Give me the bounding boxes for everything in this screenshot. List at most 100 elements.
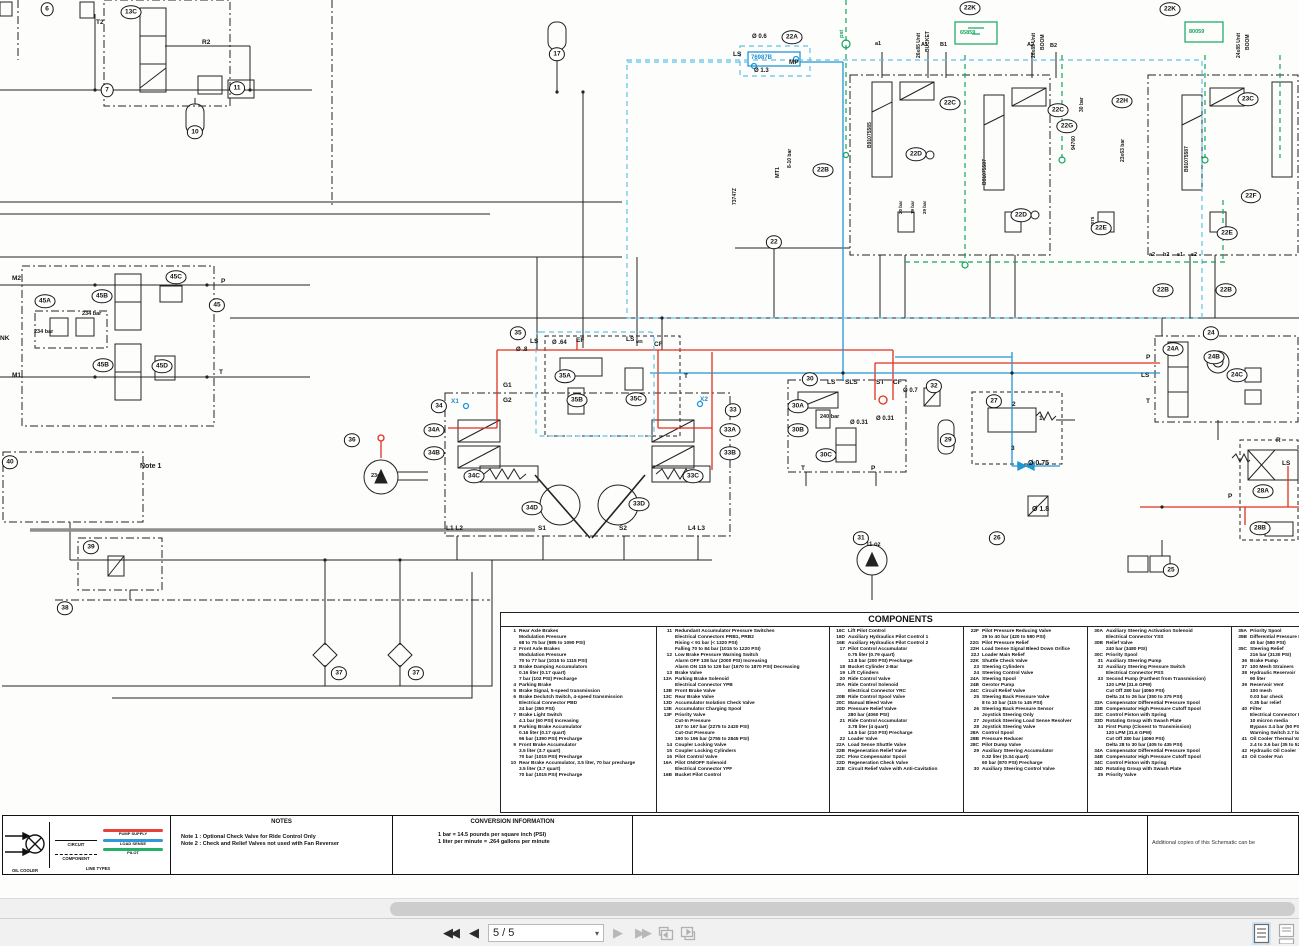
page-select[interactable]: 5 / 5 ▾: [488, 924, 604, 942]
callout-22C: 22C: [939, 96, 961, 110]
schematic-label: Ø .64: [552, 340, 567, 346]
component-entry: 13.8 bar (200 PSI) Precharge: [848, 659, 913, 664]
schematic-label: pst: [839, 29, 845, 38]
dashed-network-boxes: [535, 45, 1203, 437]
components-title: COMPONENTS: [501, 613, 1299, 627]
component-entry: 157 to 167 bar (2275 to 2420 PSI): [675, 725, 750, 730]
scrolling-view-icon[interactable]: [1277, 922, 1296, 945]
line-types-label: LINE TYPES: [85, 866, 111, 871]
schematic-label: M1: [12, 372, 22, 379]
component-entry: Warning Switch 2.7 bar: [1250, 731, 1299, 736]
schematic-label: R2: [202, 39, 211, 46]
line-type-pump-supply: PUMP SUPPLY: [103, 829, 163, 837]
callout-29: 29: [939, 433, 957, 447]
circuit-line-sample: [55, 840, 97, 841]
callout-22C: 22C: [1047, 103, 1069, 117]
schematic-label: BUCKET: [925, 31, 931, 52]
note-line: Note 2 : Check and Relief Valves not use…: [181, 841, 340, 847]
scrollbar-thumb[interactable]: [390, 902, 1295, 916]
schematic-label: EF: [576, 337, 585, 344]
last-page-button[interactable]: ▶▶: [632, 927, 652, 940]
previous-page-button[interactable]: ◀: [466, 927, 482, 940]
callout-34D: 34D: [521, 501, 543, 515]
oil-cooler-label: OIL COOLER: [12, 868, 38, 873]
horizontal-scrollbar[interactable]: [0, 898, 1299, 919]
first-page-button[interactable]: ◀◀: [440, 927, 460, 940]
callout-37: 37: [407, 666, 425, 680]
schematic-label: LS: [626, 336, 635, 343]
schematic-label: Ø 1.8: [1032, 506, 1050, 513]
schematic-label: P: [1146, 354, 1151, 361]
callout-35: 35: [509, 326, 527, 340]
schematic-label: B2: [1050, 43, 1058, 49]
callout-22F: 22F: [1240, 189, 1262, 203]
component-entry: 8 to 10 bar (115 to 145 PSI): [982, 701, 1043, 706]
single-page-view-icon[interactable]: [1252, 922, 1271, 945]
chevron-down-icon: ▾: [594, 928, 599, 938]
schematic-label: MP: [789, 59, 799, 66]
component-entry: 10 micron media: [1250, 719, 1288, 724]
view-forward-icon[interactable]: [680, 926, 696, 941]
view-back-icon[interactable]: [658, 926, 674, 941]
component-entry: Cut Off 280 bar (4060 PSI): [1106, 737, 1165, 742]
conversion-box: CONVERSION INFORMATION 1 bar = 14.5 poun…: [393, 816, 633, 874]
schematic-label: X2: [700, 396, 708, 403]
callout-33D: 33D: [628, 497, 650, 511]
component-entry: 4.1 bar (60 PSI) Increasing: [519, 719, 579, 724]
component-entry: 3.78 liter (4 quart): [848, 725, 888, 730]
component-entry: Electrical Connector YPF: [675, 767, 733, 772]
schematic-label: 80059: [1189, 29, 1205, 35]
component-entry: 90 liter: [1250, 677, 1266, 682]
schematic-label: 1: [1039, 415, 1043, 422]
component-entry: 0.75 liter (0.79 quart): [848, 653, 895, 658]
component-entry: Cut-In Pressure: [675, 719, 711, 724]
callout-45C: 45C: [165, 270, 187, 284]
component-entry: 70 to 77 bar (1015 to 1115 PSI): [519, 659, 588, 664]
component-entry: 190 to 196 bar (2755 to 2845 PSI): [675, 737, 750, 742]
line-type-legend: OIL COOLER CIRCUIT COMPONENT LINE TYPES …: [3, 816, 171, 874]
callout-35A: 35A: [554, 369, 576, 383]
next-page-button[interactable]: ▶: [610, 927, 626, 940]
component-entry: Electrical Connector YSS: [1106, 635, 1164, 640]
callout-35C: 35C: [625, 392, 647, 406]
component-entry: 0.16 liter (0.17 quart): [519, 731, 566, 736]
component-entry: Bypass 3.4 bar (50 PSI): [1250, 725, 1299, 730]
component-entry: 280 bar (4060 PSI): [848, 713, 890, 718]
oil-cooler-symbol-icon: [5, 831, 45, 857]
callout-22A: 22A: [781, 30, 803, 44]
conversion-lines: 1 bar = 14.5 pounds per square inch (PSI…: [438, 832, 632, 846]
callout-32: 32: [925, 379, 943, 393]
callout-33C: 33C: [682, 469, 704, 483]
callout-22E: 22E: [1090, 221, 1112, 235]
component-entry: 68 to 75 bar (985 to 1090 PSI): [519, 641, 586, 646]
callout-17: 17: [548, 47, 566, 61]
schematic-label: b2: [1163, 252, 1170, 258]
schematic-label: 240 bar: [820, 414, 840, 420]
callout-26: 26: [988, 531, 1006, 545]
component-entry: 216 bar (3130 PSI): [1250, 653, 1292, 658]
